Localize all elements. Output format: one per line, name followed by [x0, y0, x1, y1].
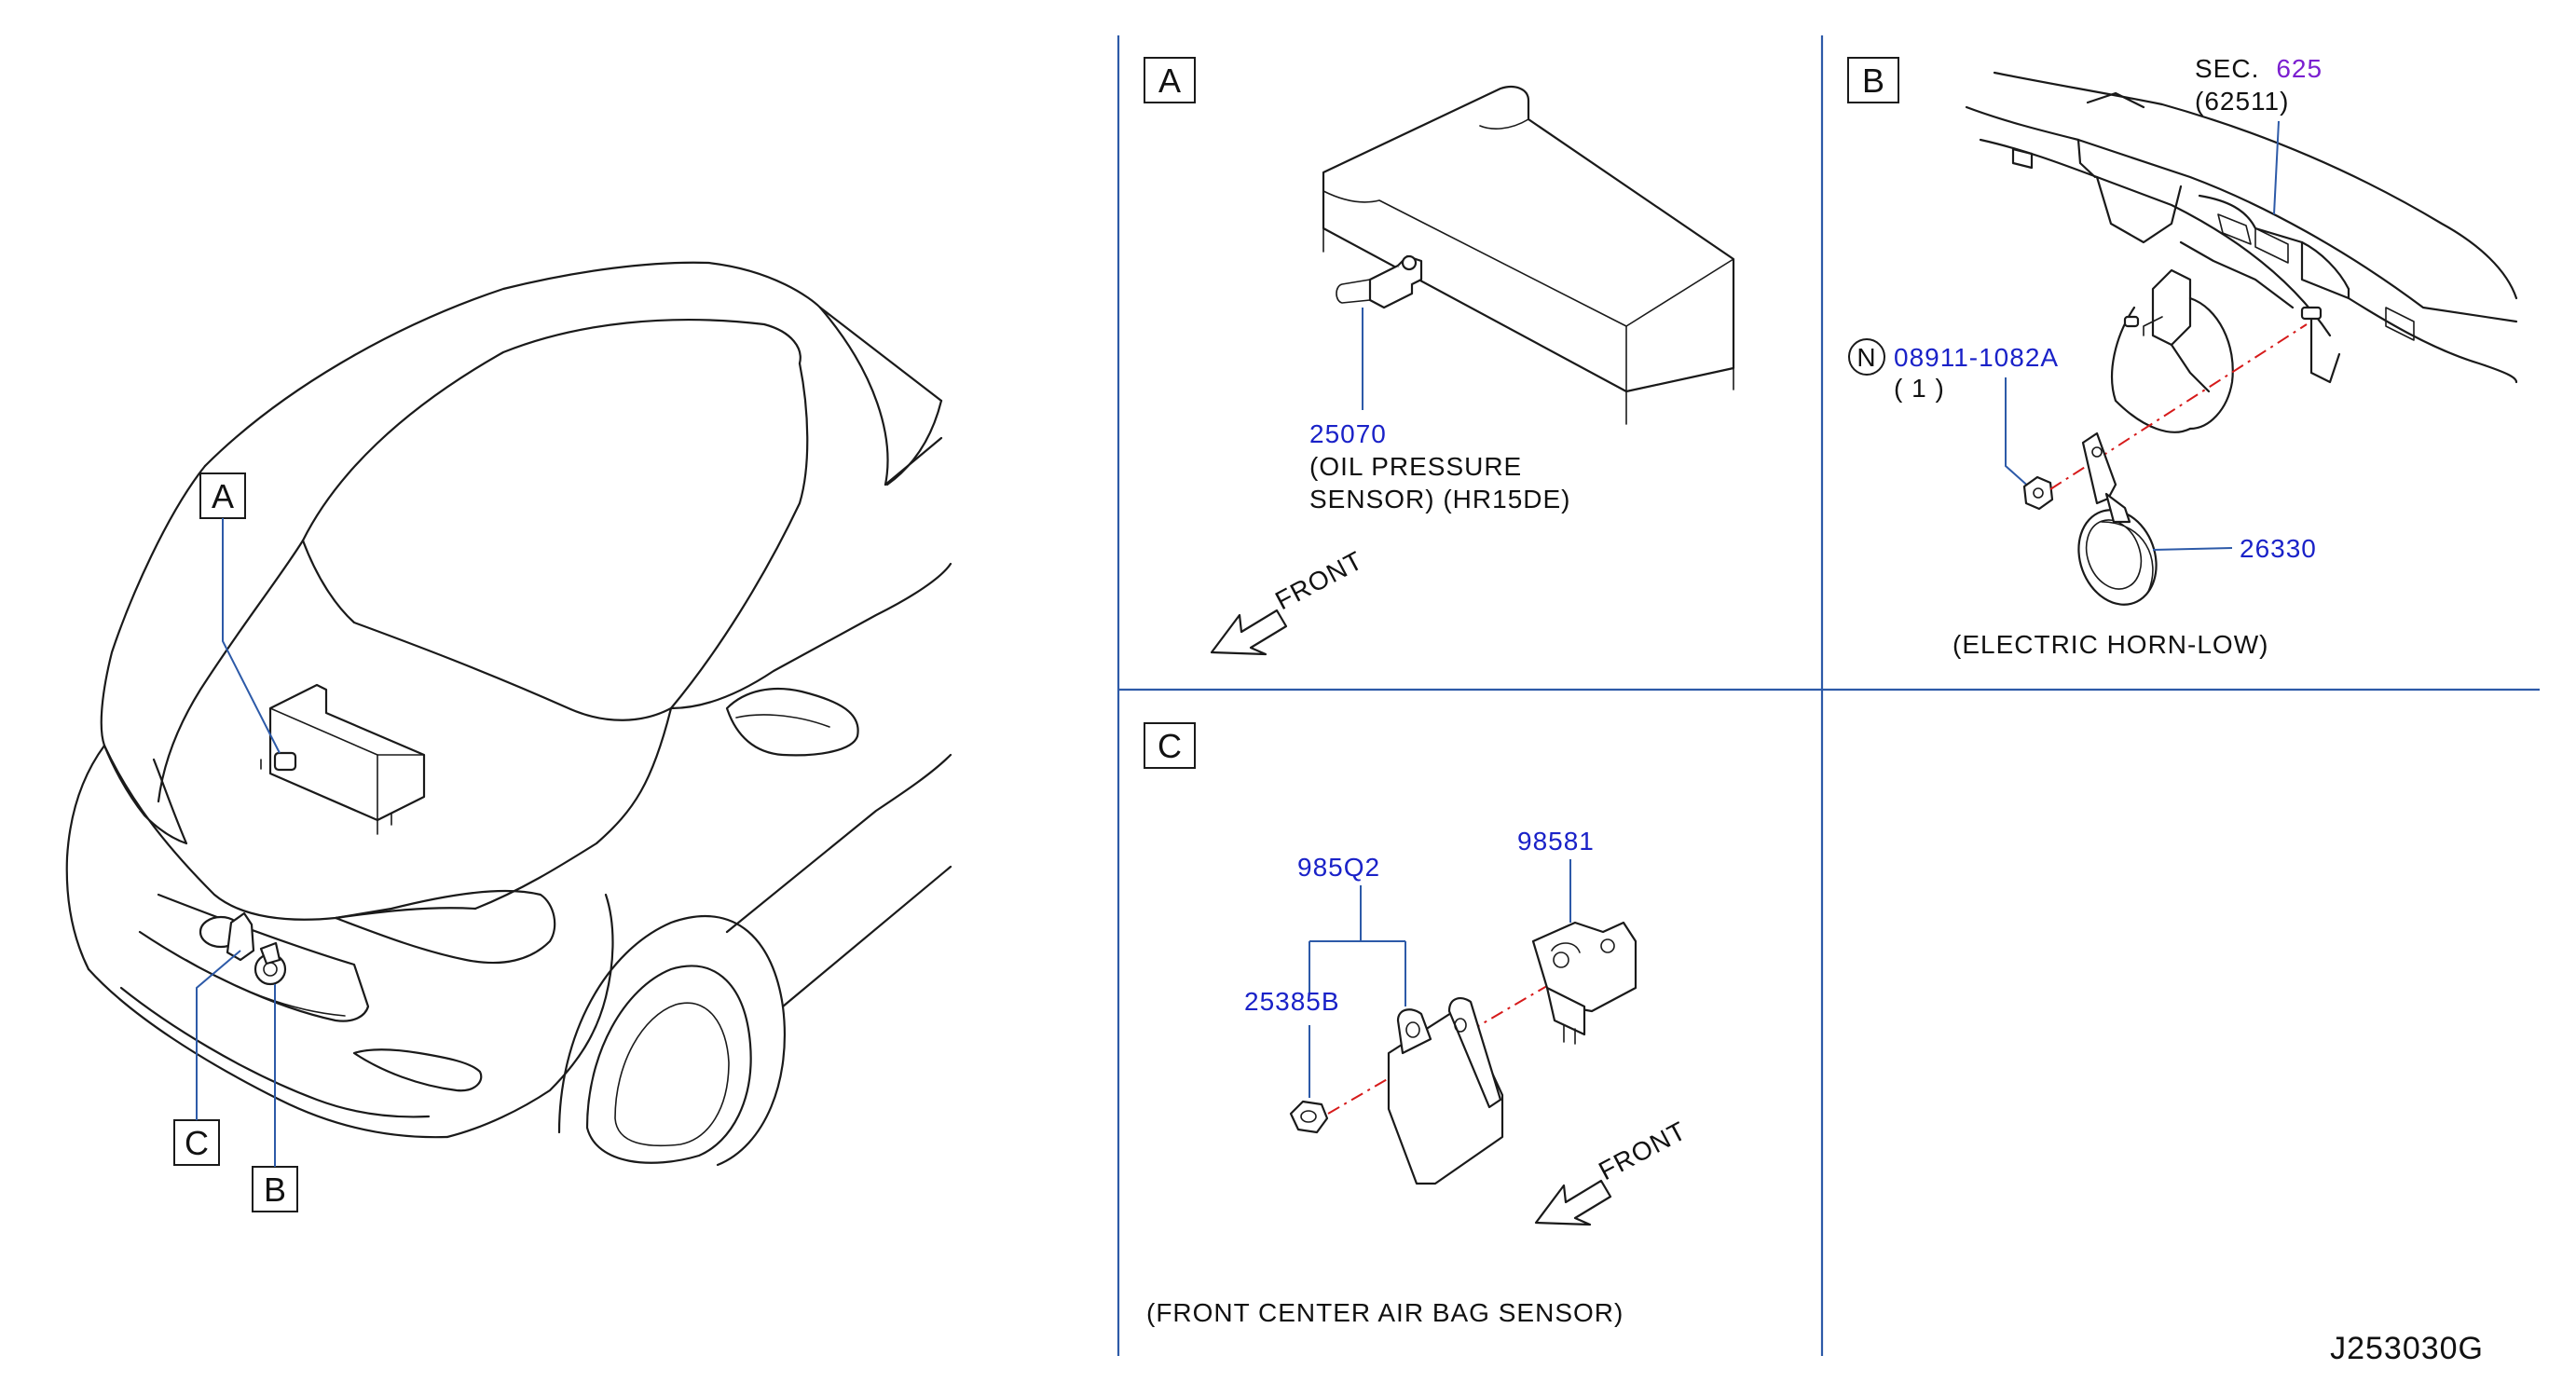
section-sub-ref: (62511)	[2195, 87, 2289, 116]
overview-callout-c[interactable]: C	[173, 950, 241, 1166]
nut-quantity: ( 1 )	[1894, 374, 1945, 403]
oil-pressure-desc-line1: (OIL PRESSURE	[1309, 452, 1522, 481]
panel-c: C 985Q2 25385B 98581	[1144, 722, 1691, 1327]
oil-pressure-desc-line2: SENSOR) (HR15DE)	[1309, 485, 1570, 513]
air-bag-sensor-nut[interactable]	[1289, 1100, 1329, 1134]
panel-b-tag: B	[1862, 62, 1884, 100]
leader-985Q2	[1309, 885, 1406, 1006]
vehicle-overview	[65, 261, 952, 1167]
air-bag-sensor-caption: (FRONT CENTER AIR BAG SENSOR)	[1146, 1298, 1624, 1327]
panel-a: A 25070 (OIL PRESSURE SENSOR) (HR15DE) F…	[1144, 57, 1735, 656]
part-number-98581[interactable]: 98581	[1517, 827, 1595, 856]
svg-text:N: N	[1857, 343, 1876, 372]
section-ref[interactable]: SEC.625	[2195, 54, 2323, 83]
callout-c-leader	[196, 950, 241, 1120]
leader-sec	[2273, 120, 2280, 215]
front-label-a: FRONT	[1270, 545, 1367, 615]
overview-callout-a[interactable]: A	[199, 472, 281, 754]
part-number-985Q2[interactable]: 985Q2	[1297, 853, 1380, 882]
panel-grid	[1117, 35, 2540, 1356]
horn-nut[interactable]	[2022, 475, 2054, 511]
front-arrow-icon-a: FRONT	[1210, 545, 1367, 656]
callout-a-leader	[222, 518, 281, 754]
radiator-core-support	[1965, 71, 2518, 433]
panel-c-tag: C	[1158, 727, 1182, 765]
overview-callout-b[interactable]: B	[252, 984, 298, 1212]
panel-a-tag-box	[1144, 57, 1196, 103]
assembly-axis-b	[2049, 323, 2308, 490]
callout-b-label: B	[264, 1171, 286, 1209]
part-number-25070[interactable]: 25070	[1309, 419, 1387, 448]
front-label-c: FRONT	[1594, 1116, 1691, 1185]
electric-horn[interactable]	[2066, 431, 2170, 616]
front-arrow-icon-c: FRONT	[1534, 1116, 1691, 1226]
leader-nut-b	[2005, 377, 2033, 490]
callout-a-label: A	[212, 477, 234, 515]
drawing-code: J253030G	[2330, 1331, 2484, 1366]
part-number-08911-1082A[interactable]: 08911-1082A	[1894, 343, 2059, 372]
callout-c-label: C	[185, 1124, 209, 1162]
leader-horn	[2152, 547, 2233, 551]
part-number-26330[interactable]: 26330	[2240, 534, 2317, 563]
panel-b-tag-box	[1847, 57, 1899, 103]
panel-a-tag: A	[1158, 62, 1181, 100]
oil-pressure-sensor[interactable]	[1336, 254, 1423, 309]
panel-c-tag-box	[1144, 722, 1196, 769]
part-number-25385B[interactable]: 25385B	[1244, 987, 1340, 1016]
front-center-air-bag-sensor[interactable]	[1531, 921, 1637, 1045]
panel-b: B SEC.625	[1847, 54, 2518, 659]
horn-caption: (ELECTRIC HORN-LOW)	[1953, 630, 2268, 659]
nut-symbol-n-icon: N	[1848, 338, 1885, 376]
air-bag-sensor-bracket[interactable]	[1387, 997, 1504, 1185]
